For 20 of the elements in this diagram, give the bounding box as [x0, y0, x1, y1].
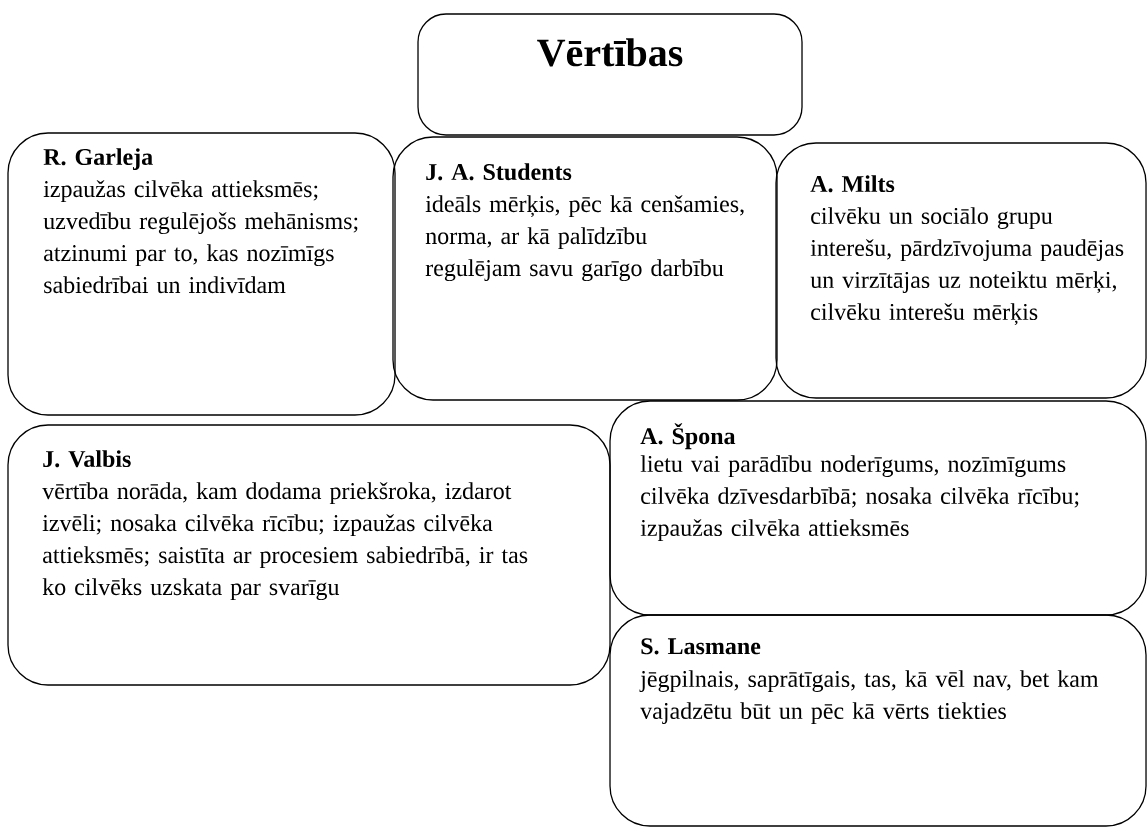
definition-text: cilvēku un sociālo grupu interešu, pārdzīvojuma paudējas un virzītājas uz noteiktu mērķi, cilvēku interešu mērķis	[810, 207, 1124, 325]
definition-box	[609, 614, 1147, 827]
definition-text: izpaužas cilvēka attieksmēs; uzvedību regulējošs mehānisms; atzinumi par to, kas nozīmīgs sabiedrībai un indivīdam	[43, 180, 358, 294]
definition-text: vērtība norāda, kam dodama priekšroka, izdarot izvēli; nosaka cilvēka rīcību; izpaužas cilvēka attieksmēs; saistīta ar procesiem sabiedrībā, ir tas ko cilvēks uzskata par svarīgu	[42, 482, 528, 601]
definition-box	[775, 142, 1147, 399]
author-heading: S. Lasmane	[641, 638, 761, 655]
definition-text: ideāls mērķis, pēc kā cenšamies, norma, ar kā palīdzību regulējam savu garīgo darbību	[425, 195, 744, 282]
title-box	[417, 13, 803, 136]
definition-box	[609, 400, 1147, 616]
definition-box	[392, 136, 778, 401]
author-heading: R. Garleja	[43, 148, 153, 170]
author-heading: J. A. Students	[426, 163, 572, 181]
author-heading: A. Špona	[640, 423, 736, 450]
definition-box	[7, 424, 611, 686]
definition-text: lietu vai parādību noderīgums, nozīmīgums cilvēka dzīvesdarbībā; nosaka cilvēka rīcību; izpaužas cilvēka attieksmēs	[640, 455, 1079, 541]
definition-text: jēgpilnais, saprātīgais, tas, kā vēl nav, bet kam vajadzētu būt un pēc kā vērts tiekties	[639, 670, 1099, 724]
author-heading: J. Valbis	[43, 450, 131, 468]
title-text: Vērtības	[537, 38, 683, 67]
definition-box	[7, 132, 396, 416]
author-heading: A. Milts	[810, 175, 895, 193]
